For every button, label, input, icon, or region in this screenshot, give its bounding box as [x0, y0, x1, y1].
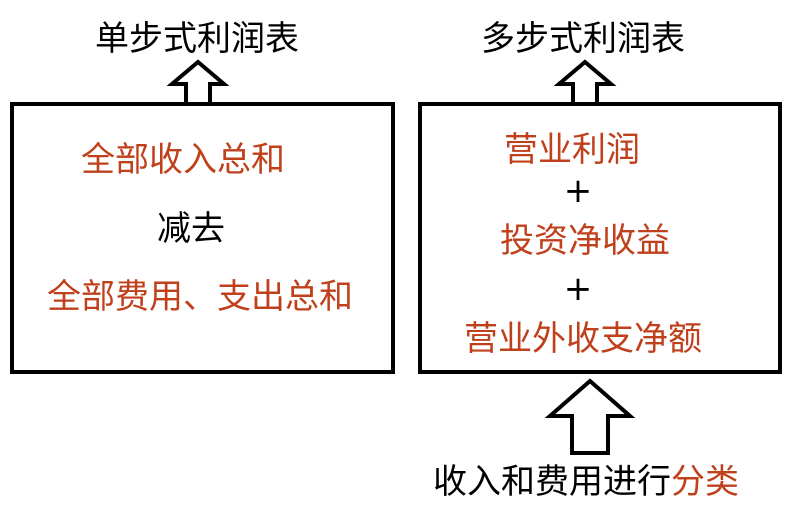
- total-expense-label: 全部费用、支出总和: [47, 277, 353, 317]
- classification-caption: 收入和费用进行分类: [433, 465, 739, 499]
- operating-profit-label: 营业利润: [504, 130, 640, 170]
- bottom-up-arrow-icon: [544, 378, 636, 455]
- right-up-arrow-icon: [553, 59, 617, 108]
- multi-step-box: [418, 102, 782, 374]
- left-up-arrow-icon: [166, 59, 230, 108]
- plus-sign-2: +: [563, 269, 593, 309]
- multi-step-title: 多步式利润表: [481, 19, 685, 59]
- total-revenue-label: 全部收入总和: [81, 140, 285, 180]
- non-operating-net-label: 营业外收支净额: [464, 319, 702, 359]
- caption-main-text: 收入和费用进行: [433, 462, 671, 502]
- subtract-label: 减去: [157, 209, 225, 249]
- investment-income-label: 投资净收益: [500, 221, 670, 261]
- caption-highlight-text: 分类: [671, 462, 739, 502]
- single-step-box: [10, 102, 395, 374]
- plus-sign-1: +: [563, 171, 593, 211]
- single-step-title: 单步式利润表: [95, 19, 299, 59]
